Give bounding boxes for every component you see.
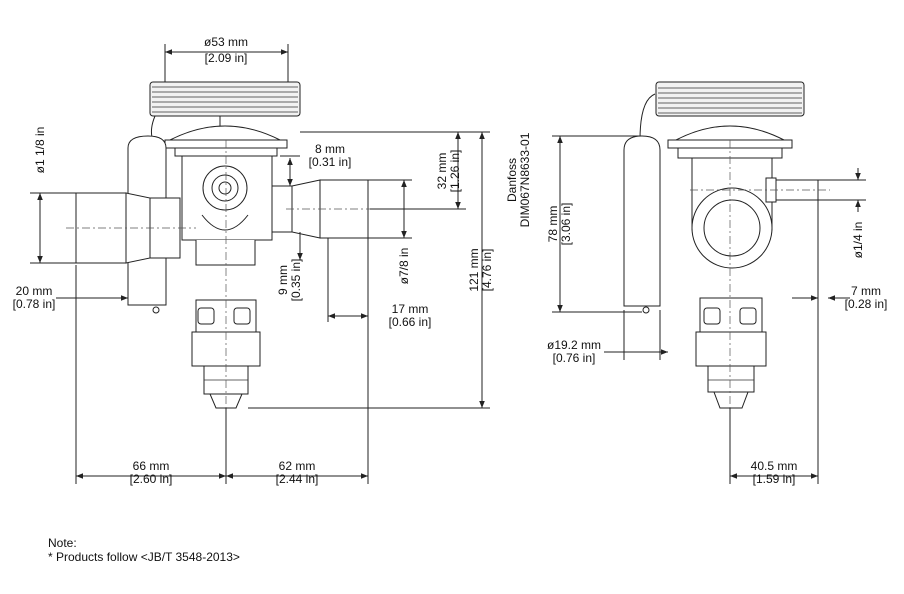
dim-h32-mm: 32 mm — [435, 153, 449, 190]
dim-h121-mm: 121 mm — [467, 248, 481, 291]
dim-w66-mm: 66 mm — [133, 459, 170, 473]
dim-w20-mm: 20 mm — [16, 284, 53, 298]
note-line: * Products follow <JB/T 3548-2013> — [48, 550, 240, 564]
dim-h121-in: [4.76 in] — [480, 249, 494, 292]
thermal-head-side — [639, 81, 805, 159]
dim-h78-mm: 78 mm — [546, 206, 560, 243]
dim-w20-in: [0.78 in] — [13, 297, 56, 311]
valve-body-side — [691, 157, 819, 269]
sensing-bulb-side — [623, 135, 661, 314]
dim-dia-1-1-8: ø1 1/8 in — [33, 127, 47, 174]
side-view — [623, 81, 830, 430]
dim-w40-5-in: [1.59 in] — [753, 472, 796, 486]
dim-dia19-2-in: [0.76 in] — [553, 351, 596, 365]
valve-body — [181, 155, 273, 266]
outlet-connector — [271, 179, 369, 239]
dim-w62-in: [2.44 in] — [276, 472, 319, 486]
dimension-lines — [30, 44, 866, 484]
thermal-head — [149, 81, 301, 157]
drawing-id: DIM067N8633-01 — [518, 132, 532, 227]
front-view — [66, 81, 410, 430]
dim-w17-mm: 17 mm — [392, 302, 429, 316]
dim-h8-mm: 8 mm — [315, 142, 345, 156]
dim-h8-in: [0.31 in] — [309, 155, 352, 169]
dimension-labels: ø53 mm [2.09 in] 8 mm [0.31 in] 32 mm [1… — [13, 35, 888, 486]
dim-w66-in: [2.60 in] — [130, 472, 173, 486]
dim-dia19-2-mm: ø19.2 mm — [547, 338, 601, 352]
brand-label: Danfoss — [505, 158, 519, 202]
dim-h9-in: [0.35 in] — [289, 259, 303, 302]
adjusting-stem-side — [695, 297, 767, 409]
dim-dia-1-4: ø1/4 in — [851, 222, 865, 259]
dim-w7-mm: 7 mm — [851, 284, 881, 298]
dim-w62-mm: 62 mm — [279, 459, 316, 473]
dim-dia53-mm: ø53 mm — [204, 35, 248, 49]
note-title: Note: — [48, 536, 77, 550]
dim-h9-mm: 9 mm — [276, 265, 290, 295]
dim-w7-in: [0.28 in] — [845, 297, 888, 311]
dim-h32-in: [1.26 in] — [448, 150, 462, 193]
dim-dia53-in: [2.09 in] — [205, 51, 248, 65]
dim-dia-7-8: ø7/8 in — [397, 248, 411, 285]
dim-w40-5-mm: 40.5 mm — [751, 459, 798, 473]
dim-w17-in: [0.66 in] — [389, 315, 432, 329]
dim-h78-in: [3.06 in] — [559, 203, 573, 246]
